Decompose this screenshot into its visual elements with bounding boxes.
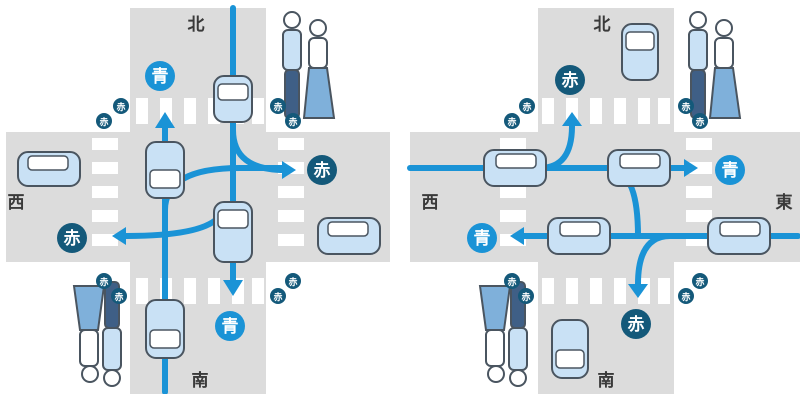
direction-labels: 北 南 西 東: [422, 15, 793, 391]
direction-south: 南: [598, 370, 615, 391]
crosswalk-west: [92, 138, 118, 246]
road-surface: [6, 8, 390, 394]
signal-north: 赤: [555, 65, 585, 95]
direction-west: 西: [8, 193, 25, 213]
ped-signals-se: 赤 赤: [678, 273, 708, 304]
signal-north: 青: [145, 61, 175, 91]
pedestrians-sw: [478, 281, 528, 387]
svg-text:赤: 赤: [695, 116, 704, 128]
car-northbound-left: [145, 141, 185, 199]
svg-text:赤: 赤: [288, 276, 297, 288]
svg-text:赤: 赤: [99, 116, 108, 128]
car-westbound-center: [547, 217, 611, 255]
intersection-diagram-left: 北 南 西 青 赤 赤 青 赤 赤 赤 赤 赤 赤 赤 赤: [6, 5, 390, 394]
svg-text:赤: 赤: [64, 228, 81, 249]
signal-east: 赤: [307, 155, 337, 185]
svg-text:赤: 赤: [562, 70, 579, 91]
svg-text:赤: 赤: [116, 101, 125, 113]
car-westbound-east: [707, 217, 771, 255]
svg-text:赤: 赤: [507, 116, 516, 128]
svg-text:赤: 赤: [273, 291, 282, 303]
car-southbound-turning: [213, 201, 253, 263]
car-southbound: [213, 75, 253, 123]
ped-signals-sw: 赤 赤: [96, 273, 127, 304]
car-eastbound-west: [483, 149, 547, 187]
svg-text:青: 青: [152, 66, 169, 87]
svg-text:青: 青: [722, 160, 739, 181]
direction-north: 北: [188, 15, 205, 35]
signal-south: 赤: [621, 309, 651, 339]
direction-south: 南: [192, 370, 209, 391]
car-parked-north: [621, 23, 659, 81]
car-eastbound-center: [607, 149, 671, 187]
pedestrians-ne: [282, 11, 336, 119]
direction-north: 北: [594, 15, 611, 35]
svg-text:赤: 赤: [288, 116, 297, 128]
arrowheads: [112, 112, 296, 296]
arrow-south-right-turn: [162, 165, 285, 213]
svg-text:赤: 赤: [314, 160, 331, 181]
intersection-diagram-right: 北 南 西 東 赤 青 青 赤 赤 赤 赤 赤 赤 赤 赤: [407, 8, 800, 394]
svg-text:赤: 赤: [681, 291, 690, 303]
direction-east: 東: [776, 192, 793, 213]
svg-text:赤: 赤: [522, 101, 531, 113]
car-parked-east: [317, 217, 381, 255]
svg-text:赤: 赤: [681, 101, 690, 113]
pedestrians-ne: [688, 11, 742, 119]
svg-text:赤: 赤: [695, 276, 704, 288]
car-parked-west: [17, 151, 81, 187]
ped-signals-sw: 赤 赤: [504, 273, 534, 304]
arrow-westbound-left-turn: [635, 233, 673, 287]
svg-text:赤: 赤: [507, 276, 516, 288]
svg-text:青: 青: [222, 316, 239, 337]
ped-signals-ne: 赤 赤: [270, 98, 301, 129]
signal-south: 青: [215, 311, 245, 341]
intersection-panel-left: 北 南 西 青 赤 赤 青 赤 赤 赤 赤 赤 赤 赤 赤: [6, 5, 390, 394]
svg-text:赤: 赤: [99, 276, 108, 288]
svg-text:赤: 赤: [521, 291, 530, 303]
ped-signals-se: 赤 赤: [270, 273, 301, 304]
intersection-panel-right: 北 南 西 東 赤 青 青 赤 赤 赤 赤 赤 赤 赤 赤: [400, 0, 800, 394]
pedestrians-sw: [72, 281, 122, 387]
signal-east: 青: [715, 155, 745, 185]
ped-signals-ne: 赤 赤: [678, 98, 708, 129]
arrowheads: [510, 112, 698, 298]
direction-labels: 北 南 西: [8, 15, 209, 391]
car-northbound-south: [145, 299, 185, 359]
svg-text:赤: 赤: [628, 314, 645, 335]
car-parked-south: [551, 319, 589, 379]
road-surface: [410, 8, 800, 394]
svg-text:赤: 赤: [273, 101, 282, 113]
svg-text:赤: 赤: [114, 291, 123, 303]
ped-signals-nw: 赤 赤: [504, 98, 535, 129]
signal-west: 赤: [57, 223, 87, 253]
ped-signals-nw: 赤 赤: [96, 98, 129, 129]
direction-west: 西: [422, 193, 439, 213]
signal-west: 青: [467, 223, 497, 253]
svg-text:青: 青: [474, 228, 491, 249]
